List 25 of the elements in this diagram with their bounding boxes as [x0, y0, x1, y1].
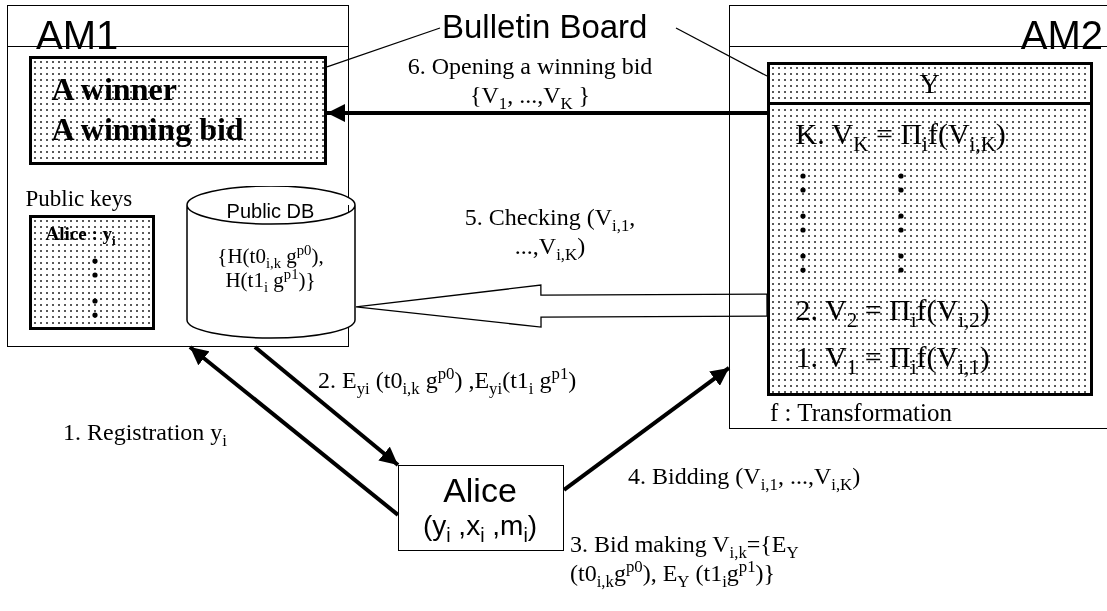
actor-name: Alice — [442, 471, 518, 511]
leader-line — [675, 27, 768, 77]
panel-title: AM1 — [36, 12, 119, 58]
arrow — [562, 366, 731, 492]
note-text: f : Transformation — [770, 399, 952, 428]
database-content: {H(t0$_{i,k}$ g$^{p0}$), H(t1$_{i}$ g$^{p1}$)} — [216, 243, 325, 292]
arrow — [253, 345, 400, 467]
panel-title: AM2 — [1020, 12, 1103, 58]
bulletin-table — [766, 61, 1093, 396]
arrow — [327, 104, 767, 122]
block-arrow — [355, 284, 768, 328]
result-text: A winner — [51, 70, 177, 108]
actor-box — [398, 465, 564, 551]
key-entry: Alice : y$_{i}$ — [45, 222, 116, 245]
server-panel — [729, 5, 1107, 429]
section-heading: Public keys — [25, 185, 133, 212]
callout-text: Bulletin Board — [442, 8, 648, 46]
actor-keys: (y$_{i}$ ,x$_{i}$ ,m$_{i}$) — [399, 510, 561, 543]
result-box — [28, 55, 327, 165]
database-title: Public DB — [225, 199, 316, 223]
leader-line — [326, 27, 441, 68]
result-text: A winning bid — [51, 110, 244, 148]
table-header: Y — [918, 67, 941, 100]
arrow — [188, 345, 400, 517]
database-cylinder — [185, 185, 356, 339]
